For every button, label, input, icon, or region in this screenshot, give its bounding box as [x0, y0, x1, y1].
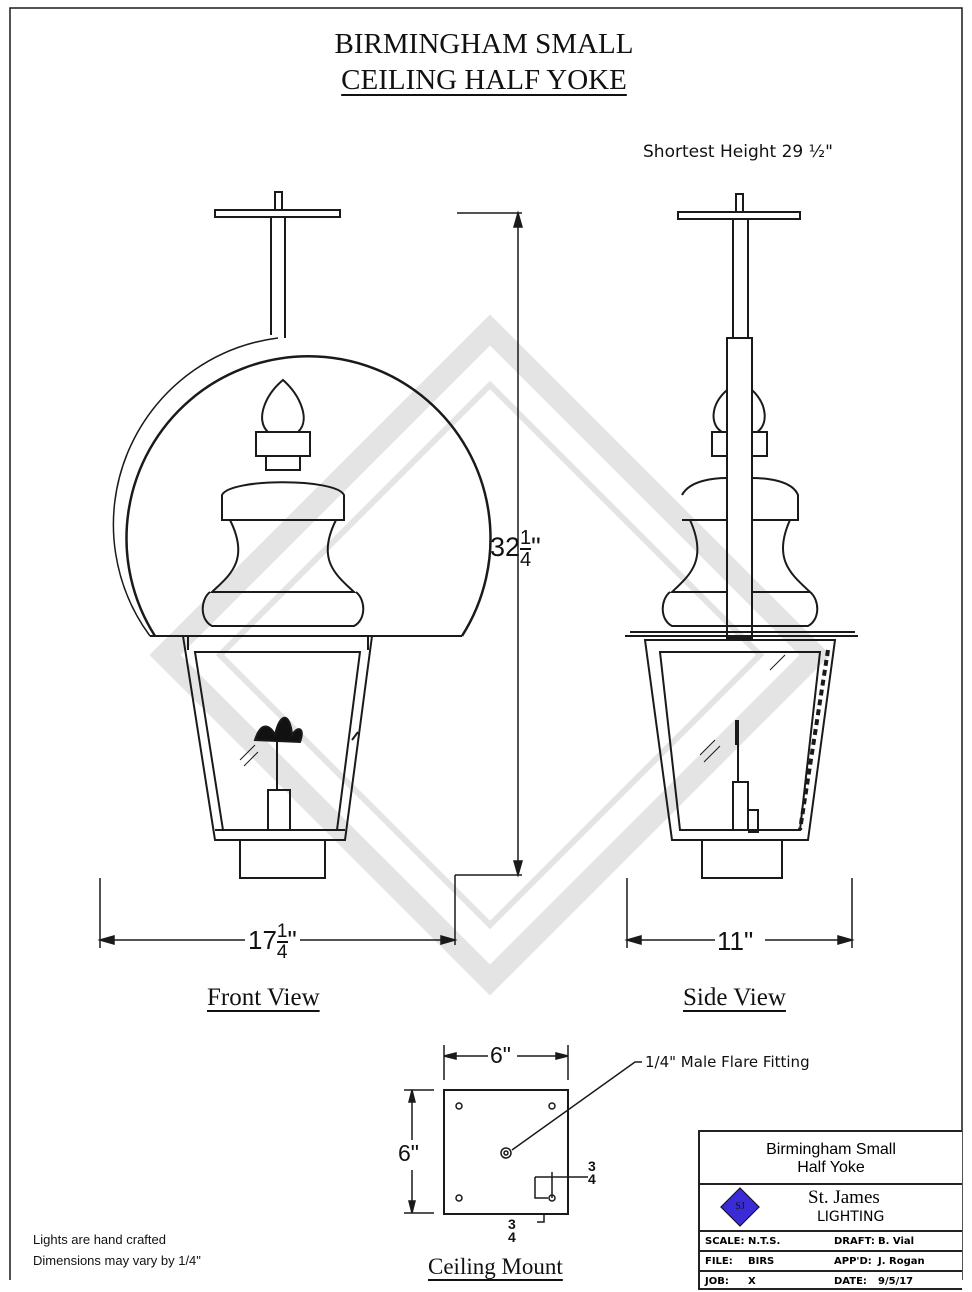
ceiling-mount-label: Ceiling Mount: [428, 1254, 563, 1279]
offset-right-den: 4: [588, 1171, 596, 1187]
front-view-label: Front View: [207, 984, 320, 1011]
product-line1: Birmingham Small: [766, 1141, 896, 1158]
title-block-row-scale: SCALE: N.T.S. DRAFT: B. Vial: [700, 1232, 962, 1252]
height-num: 1: [520, 527, 532, 550]
logo-text: SJ: [735, 1201, 745, 1212]
front-width-unit: ": [287, 924, 297, 955]
draft-value: B. Vial: [878, 1236, 915, 1247]
job-value: X: [748, 1276, 756, 1287]
mount-width-label: 6": [490, 1042, 511, 1068]
height-whole: 32: [490, 532, 521, 563]
front-width-num: 1: [276, 921, 288, 943]
front-width-whole: 17: [248, 924, 277, 955]
title-block-row-file: FILE: BIRS APP'D: J. Rogan: [700, 1252, 962, 1272]
note-dimensions-vary: Dimensions may vary by 1/4": [33, 1253, 201, 1268]
front-view-drawing: [112, 191, 492, 879]
file-value: BIRS: [748, 1256, 775, 1267]
offset-bottom-num: 3: [508, 1216, 516, 1232]
note-hand-crafted: Lights are hand crafted: [33, 1232, 166, 1247]
date-value: 9/5/17: [878, 1276, 914, 1287]
sheet-border: [9, 7, 963, 1280]
title-block: Birmingham Small Half Yoke SJ St. James …: [698, 1130, 962, 1290]
offset-bottom-den: 4: [508, 1229, 516, 1245]
side-width-dimension: [624, 878, 855, 948]
appd-label: APP'D:: [834, 1256, 872, 1267]
job-label: JOB:: [705, 1276, 729, 1287]
mount-height-label: 6": [398, 1140, 419, 1166]
draft-label: DRAFT:: [834, 1236, 875, 1247]
scale-value: N.T.S.: [748, 1236, 781, 1247]
appd-value: J. Rogan: [878, 1256, 925, 1267]
company-logo: SJ: [720, 1187, 760, 1227]
drawing-title-line1: BIRMINGHAM SMALL: [334, 28, 634, 60]
half-yoke-arc: [125, 354, 492, 637]
title-block-row-job: JOB: X DATE: 9/5/17: [700, 1272, 962, 1292]
product-line2: Half Yoke: [797, 1159, 865, 1176]
shortest-height-note: Shortest Height 29 ½": [643, 142, 833, 162]
height-unit: ": [531, 532, 541, 563]
flare-fitting-callout: 1/4" Male Flare Fitting: [645, 1053, 810, 1071]
title-block-company: SJ St. James LIGHTING: [700, 1185, 962, 1232]
height-dimension: [454, 210, 523, 945]
front-width-dimension: [97, 878, 458, 948]
ceiling-mount-drawing: [404, 1045, 642, 1223]
company-sub: LIGHTING: [817, 1209, 885, 1225]
flame: [253, 716, 303, 744]
side-width-label: 11": [717, 926, 754, 956]
offset-right-num: 3: [588, 1158, 596, 1174]
height-den: 4: [520, 549, 532, 571]
title-block-product: Birmingham Small Half Yoke: [700, 1132, 962, 1185]
side-view-drawing: [625, 193, 858, 879]
company-name: St. James: [808, 1187, 880, 1208]
drawing-title-line2: CEILING HALF YOKE: [341, 64, 627, 96]
side-view-label: Side View: [683, 984, 786, 1011]
scale-label: SCALE:: [705, 1236, 745, 1247]
date-label: DATE:: [834, 1276, 867, 1287]
file-label: FILE:: [705, 1256, 733, 1267]
finial: [261, 378, 305, 433]
watermark-logo: [149, 314, 831, 996]
front-width-den: 4: [276, 942, 288, 963]
